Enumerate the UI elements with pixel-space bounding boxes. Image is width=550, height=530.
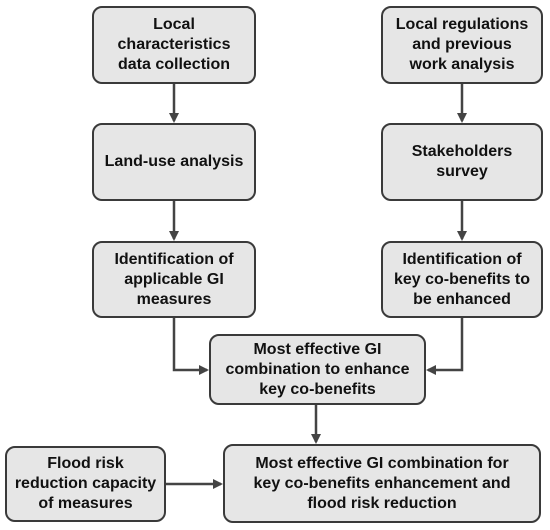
node-local-characteristics: Local characteristics data collection — [92, 6, 256, 84]
node-flood-risk-capacity: Flood risk reduction capacity of measure… — [5, 446, 166, 522]
node-land-use-analysis: Land-use analysis — [92, 123, 256, 201]
node-identification-gi-measures: Identification of applicable GI measures — [92, 241, 256, 318]
node-most-effective-cobenefits: Most effective GI combination to enhance… — [209, 334, 426, 405]
arrow-identification-gi-to-most-effective — [172, 318, 209, 375]
node-identification-cobenefits: Identification of key co-benefits to be … — [381, 241, 543, 318]
node-most-effective-flood: Most effective GI combination for key co… — [223, 444, 541, 523]
node-local-regulations: Local regulations and previous work anal… — [381, 6, 543, 84]
arrow-identification-cobenefits-to-most-effective — [426, 318, 464, 375]
node-stakeholders-survey: Stakeholders survey — [381, 123, 543, 201]
